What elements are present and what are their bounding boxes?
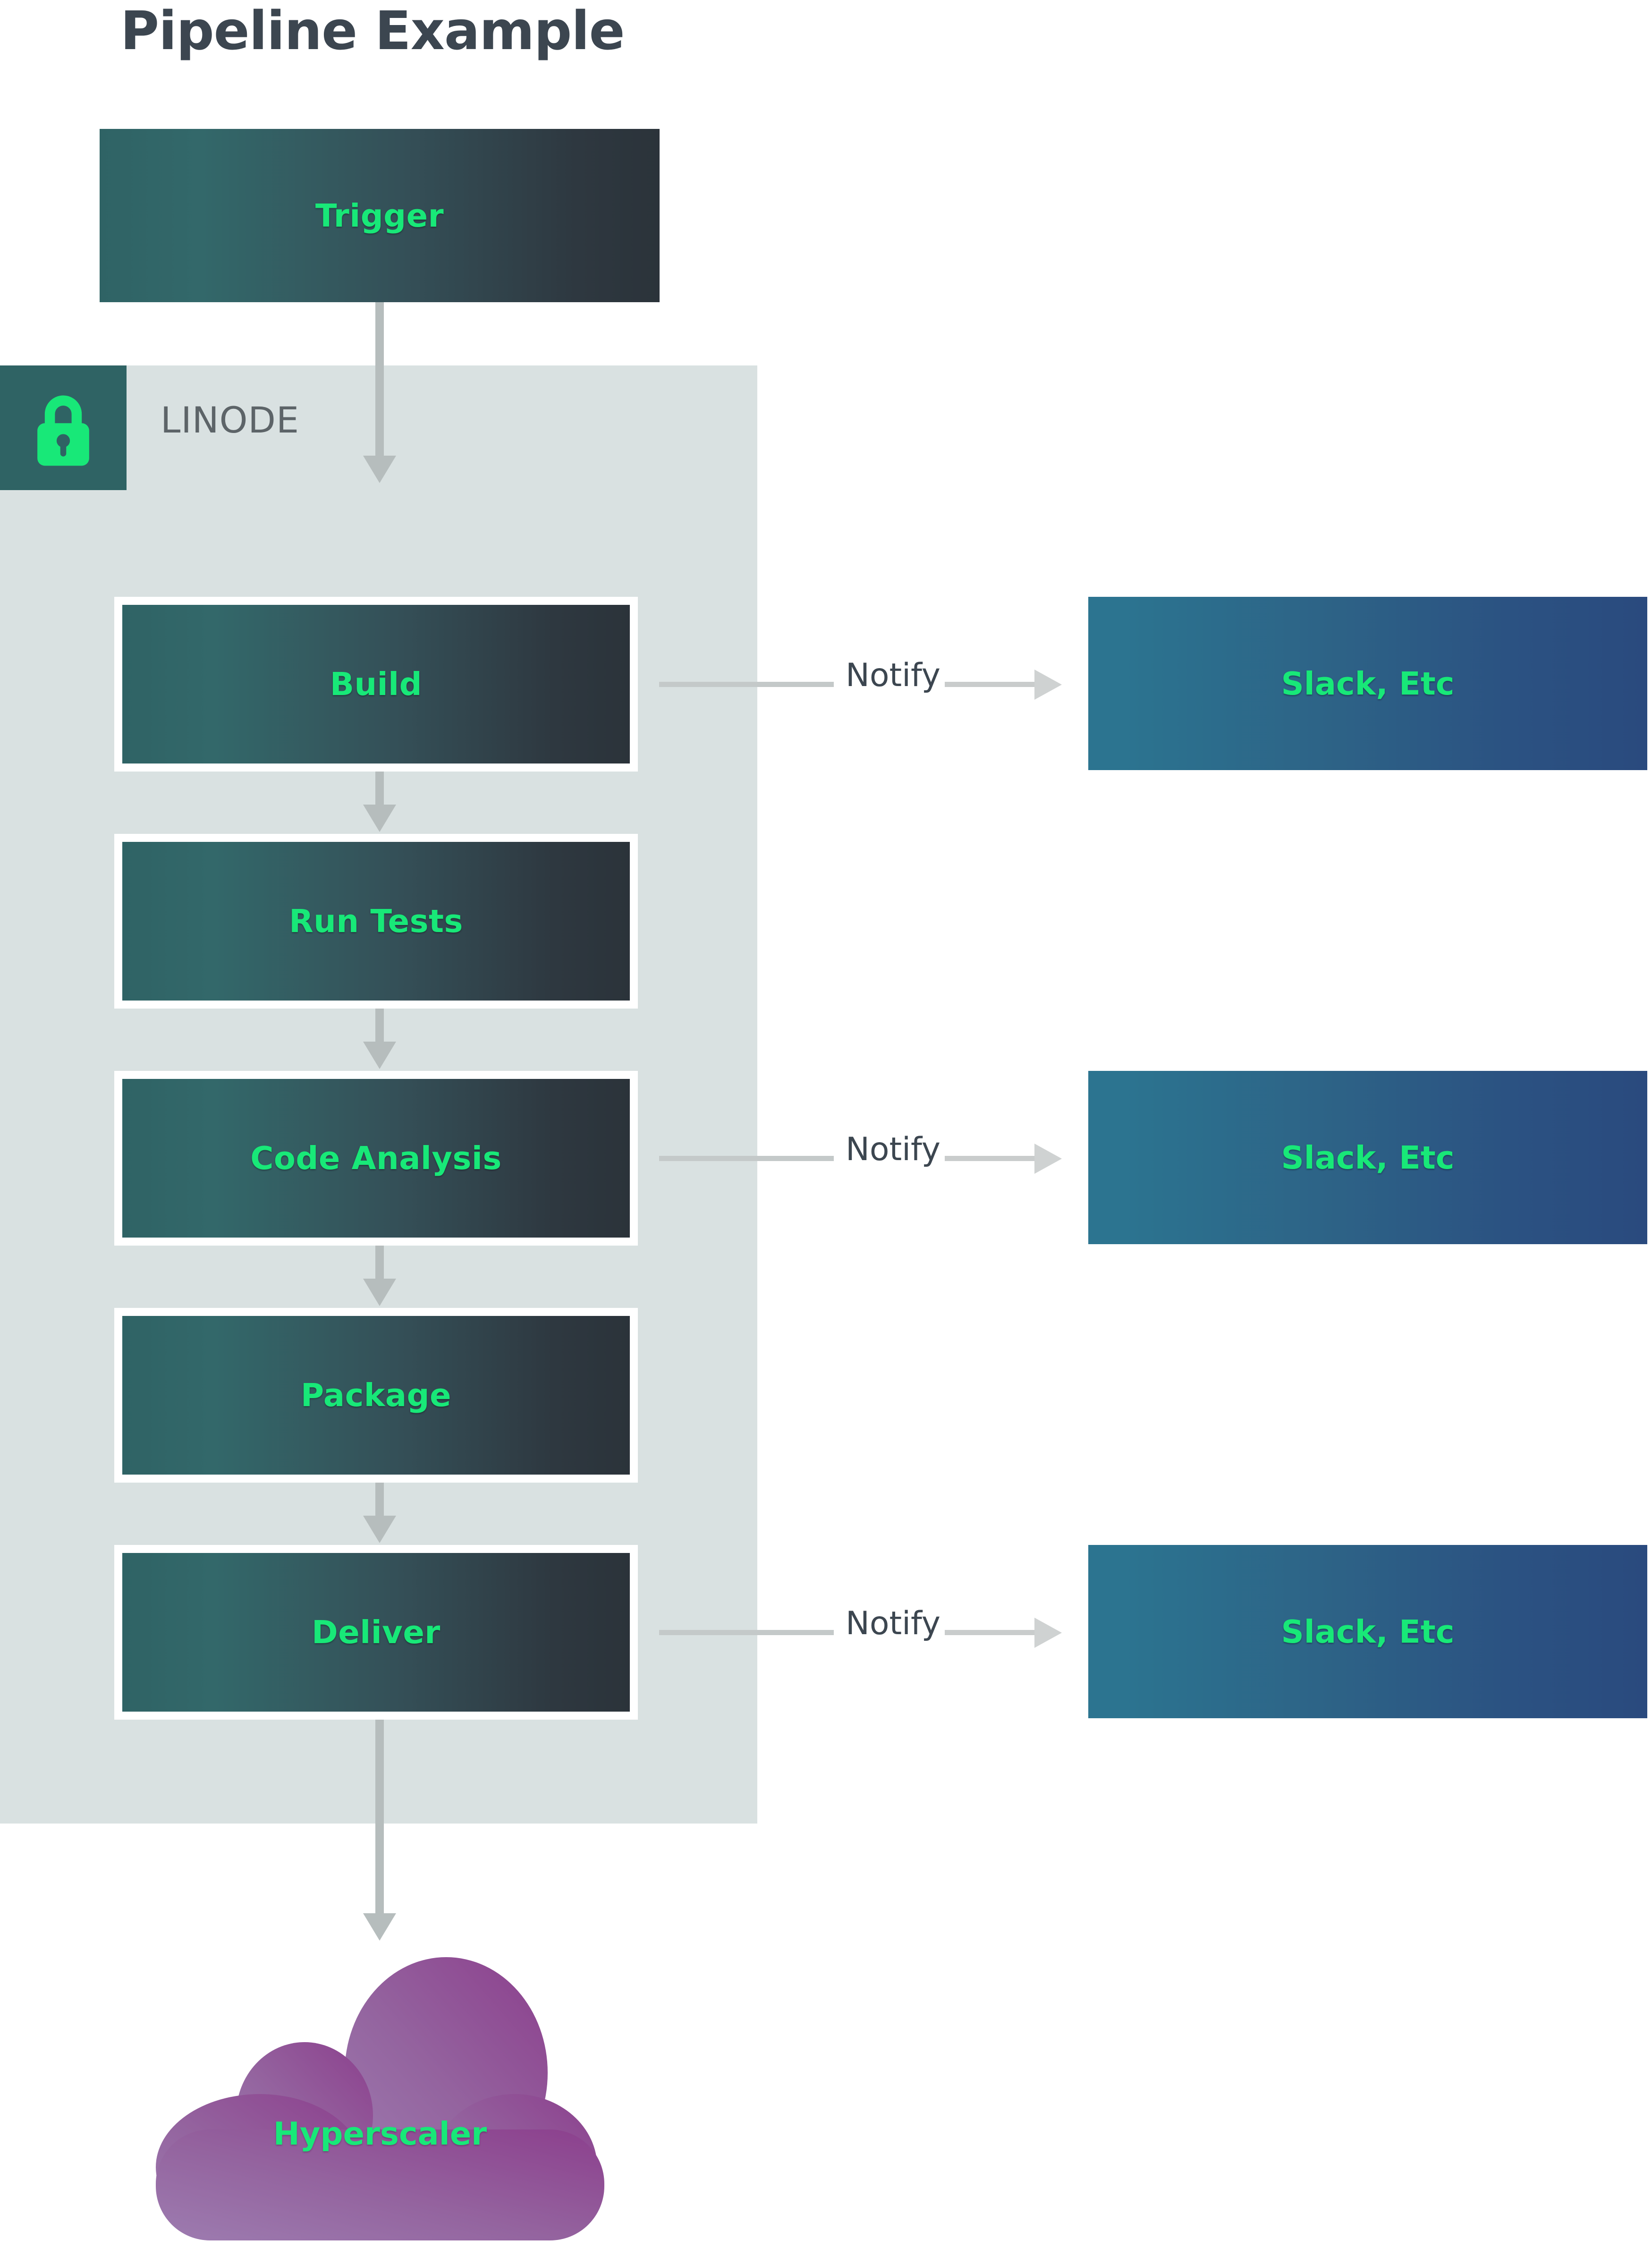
connector-shaft [945, 1156, 1037, 1161]
stage-run-tests-fill: Run Tests [122, 842, 630, 1001]
stage-deliver[interactable]: Deliver [114, 1545, 638, 1720]
linode-zone-badge [0, 365, 127, 490]
cloud-hyperscaler[interactable] [142, 1931, 618, 2243]
page-title: Pipeline Example [120, 0, 625, 62]
notify-target-1-label: Slack, Etc [1281, 665, 1455, 702]
connector-notify-2: Notify [659, 1111, 1089, 1205]
arrowhead-down-icon [363, 1042, 396, 1069]
notify-label-3: Notify [846, 1605, 941, 1642]
stage-code-analysis[interactable]: Code Analysis [114, 1071, 638, 1246]
linode-zone-label: LINODE [161, 399, 299, 441]
arrowhead-down-icon [363, 805, 396, 832]
notify-target-1[interactable]: Slack, Etc [1088, 597, 1647, 770]
arrowhead-down-icon [363, 1279, 396, 1306]
connector-shaft [659, 1156, 834, 1161]
stage-trigger-fill: Trigger [100, 129, 660, 302]
stage-deliver-fill: Deliver [122, 1553, 630, 1712]
stage-trigger[interactable]: Trigger [100, 129, 660, 302]
connector-shaft [659, 1630, 834, 1635]
stage-trigger-label: Trigger [315, 197, 444, 234]
arrowhead-right-icon [1034, 1618, 1062, 1648]
connector-shaft [375, 772, 384, 805]
connector-shaft [375, 1246, 384, 1279]
connector-shaft [945, 1630, 1037, 1635]
notify-target-3-label: Slack, Etc [1281, 1613, 1455, 1650]
arrowhead-down-icon [363, 1516, 396, 1543]
stage-run-tests-label: Run Tests [289, 903, 463, 940]
stage-deliver-label: Deliver [312, 1614, 441, 1651]
connector-shaft [375, 1720, 384, 1913]
stage-code-analysis-label: Code Analysis [250, 1140, 502, 1177]
stage-package-fill: Package [122, 1316, 630, 1475]
stage-package[interactable]: Package [114, 1308, 638, 1483]
notify-target-2-label: Slack, Etc [1281, 1139, 1455, 1176]
arrowhead-down-icon [363, 456, 396, 483]
connector-notify-1: Notify [659, 636, 1089, 731]
lock-icon [0, 384, 127, 473]
connector-shaft [375, 1009, 384, 1042]
arrowhead-right-icon [1034, 670, 1062, 700]
cloud-hyperscaler-label: Hyperscaler [273, 2115, 487, 2152]
connector-shaft [659, 682, 834, 687]
connector-notify-3: Notify [659, 1585, 1089, 1679]
stage-build-fill: Build [122, 605, 630, 763]
notify-label-2: Notify [846, 1131, 941, 1168]
stage-build-label: Build [330, 666, 423, 703]
notify-target-3[interactable]: Slack, Etc [1088, 1545, 1647, 1718]
arrowhead-right-icon [1034, 1144, 1062, 1174]
connector-shaft [375, 302, 384, 456]
stage-code-analysis-fill: Code Analysis [122, 1079, 630, 1238]
notify-target-2[interactable]: Slack, Etc [1088, 1071, 1647, 1244]
notify-label-1: Notify [846, 657, 941, 694]
stage-package-label: Package [301, 1377, 451, 1414]
stage-build[interactable]: Build [114, 597, 638, 772]
arrowhead-down-icon [363, 1913, 396, 1941]
connector-shaft [945, 682, 1037, 687]
connector-shaft [375, 1483, 384, 1516]
stage-run-tests[interactable]: Run Tests [114, 834, 638, 1009]
